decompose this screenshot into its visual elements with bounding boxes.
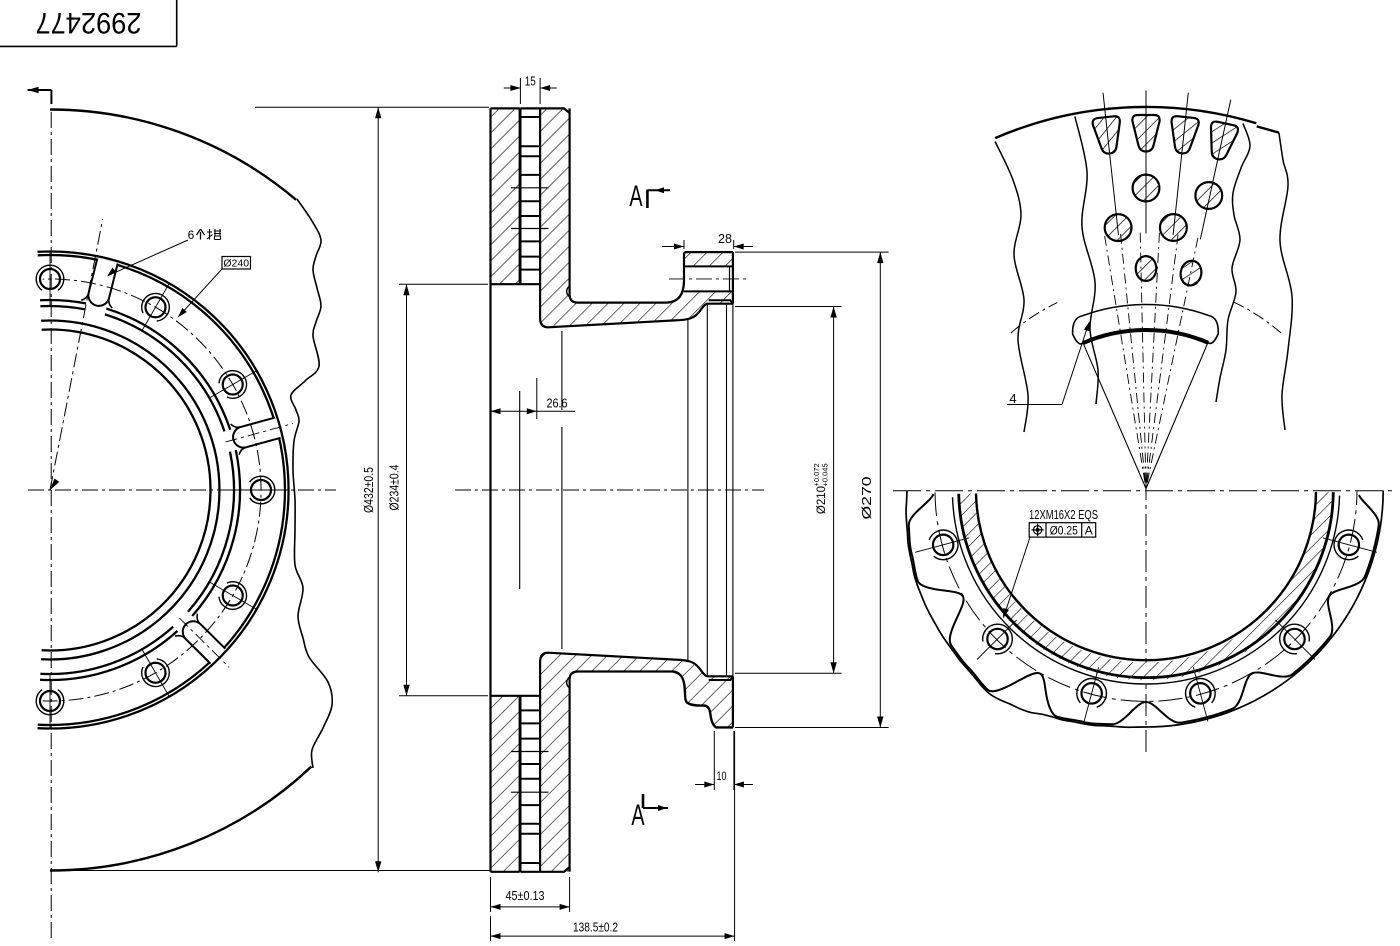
- svg-text:+0.072: +0.072: [812, 463, 821, 486]
- svg-text:4: 4: [1009, 391, 1016, 406]
- svg-text:Ø234±0.4: Ø234±0.4: [388, 464, 402, 510]
- svg-text:2992477: 2992477: [36, 6, 142, 39]
- svg-text:Ø210: Ø210: [816, 486, 828, 514]
- svg-text:45±0.13: 45±0.13: [506, 889, 545, 903]
- svg-text:Ø432±0.5: Ø432±0.5: [362, 467, 376, 513]
- svg-text:A: A: [1085, 524, 1093, 538]
- svg-text:+0.045: +0.045: [821, 463, 830, 486]
- svg-text:28: 28: [718, 232, 732, 246]
- svg-text:A: A: [629, 180, 642, 213]
- svg-text:Ø270: Ø270: [859, 477, 874, 520]
- svg-text:Ø240: Ø240: [223, 258, 249, 270]
- svg-text:138.5±0.2: 138.5±0.2: [573, 921, 618, 935]
- svg-text:26.6: 26.6: [547, 397, 568, 411]
- svg-text:10: 10: [717, 769, 727, 783]
- svg-text:Ø0.25: Ø0.25: [1050, 524, 1078, 538]
- svg-text:6: 6: [188, 228, 195, 242]
- svg-text:15: 15: [525, 75, 536, 89]
- svg-text:12XM16X2 EQS: 12XM16X2 EQS: [1029, 507, 1098, 522]
- svg-text:A: A: [631, 799, 644, 832]
